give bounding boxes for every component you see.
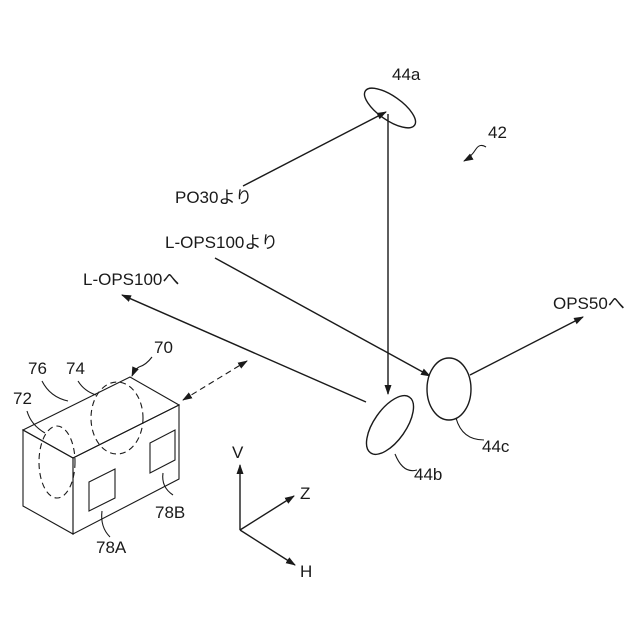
ref-74-leader [78,381,96,395]
coupling-arrow [183,361,247,400]
axis-z-label: Z [300,484,310,503]
ref-78b-label: 78B [155,503,185,522]
mirror-44a [359,81,422,135]
reference-42-leader [464,145,486,161]
mirror-44c-leader [456,418,484,440]
axis-h-label: H [300,562,312,581]
mirror-44c-label: 44c [482,437,510,456]
from-po30-label: PO30より [175,188,252,207]
device-70-leader [132,357,152,376]
ref-72-leader [27,411,45,433]
ref-72-label: 72 [13,389,32,408]
mirror-44b [357,388,422,462]
ref-76-label: 76 [28,359,47,378]
mirror-44a-label: 44a [392,65,421,84]
beam-44c-to-ops50 [470,317,583,375]
mirror-44c [427,358,471,420]
ref-76-leader [42,381,68,401]
device-70-label: 70 [154,338,173,357]
ref-78b-leader [163,473,173,495]
from-lops100-label: L-OPS100より [165,233,278,252]
ref-78a-label: 78A [96,538,127,557]
reference-42-label: 42 [488,123,507,142]
to-lops100-label: L-OPS100へ [83,270,179,289]
axis-triad [240,465,295,565]
beam-po30-to-44a [243,112,386,186]
ref-74-label: 74 [66,359,85,378]
beam-lops100-to-44c [215,258,430,376]
axis-v-label: V [232,443,244,462]
mirror-44b-label: 44b [414,465,442,484]
to-ops50-label: OPS50へ [553,294,625,313]
